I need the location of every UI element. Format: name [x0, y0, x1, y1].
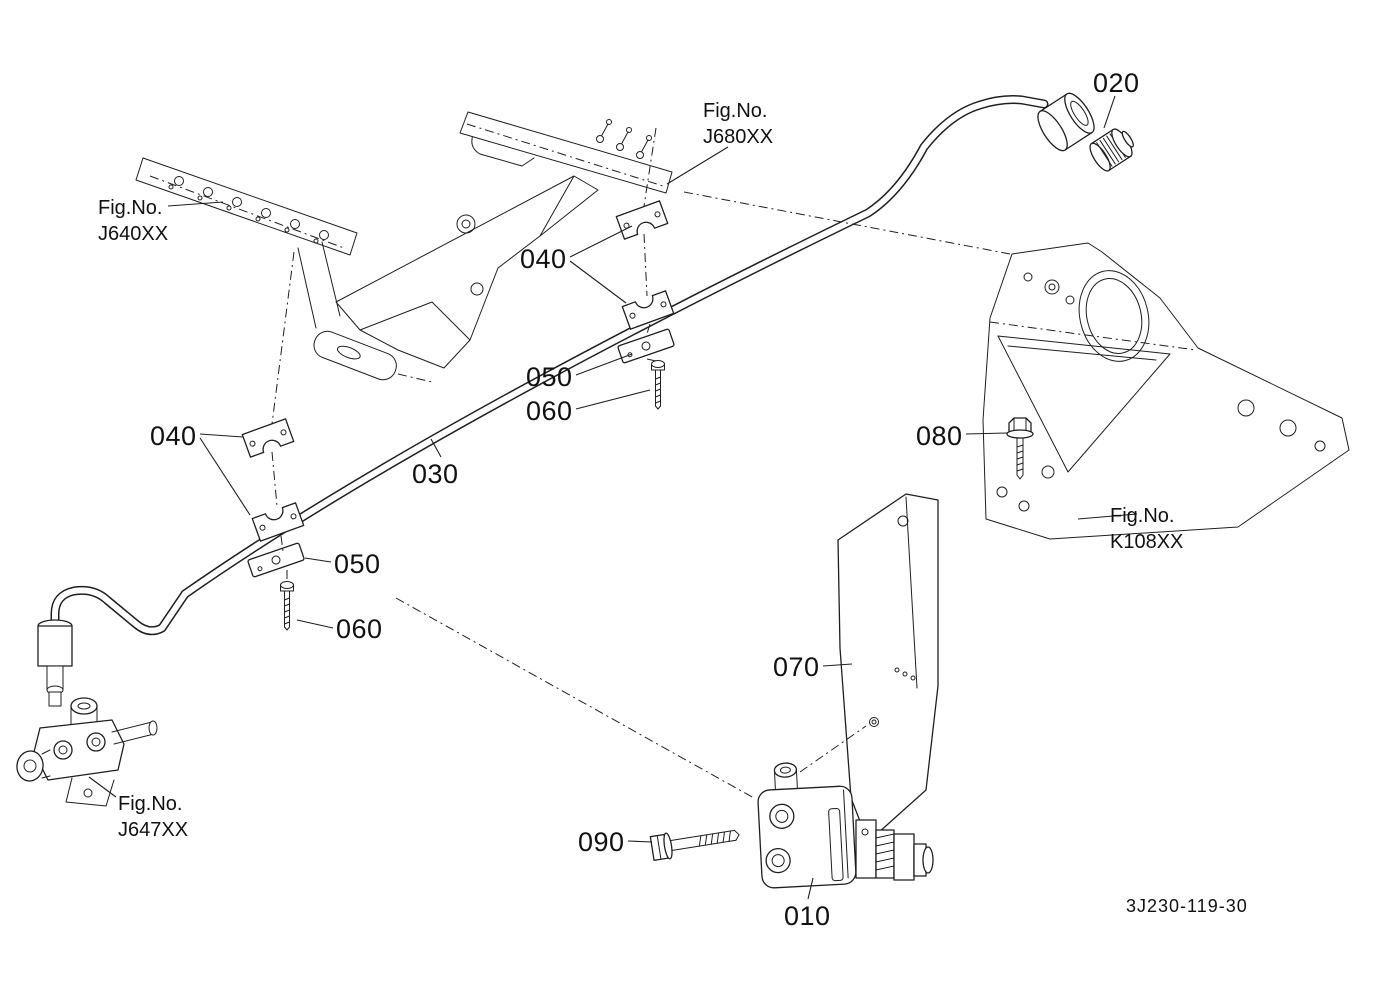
frame-k108xx	[982, 242, 1350, 540]
figref-j640xx-line2: J640XX	[98, 223, 169, 246]
pipe-end-nut	[1037, 92, 1095, 152]
figref-j680xx-line2: J680XX	[703, 126, 774, 149]
bolt-060-left	[280, 581, 294, 631]
clamp-040-right-lower	[621, 290, 675, 330]
figref-j647xx-line1: Fig.No.	[118, 793, 183, 815]
bolt-090	[649, 829, 740, 862]
callout-040-right: 040	[520, 244, 567, 274]
bolt-080	[1006, 417, 1034, 480]
callout-060-left: 060	[336, 614, 383, 644]
figref-j640xx: Fig.No. J640XX	[98, 195, 168, 248]
construction-lines	[271, 127, 1011, 799]
figref-j647xx-line2: J647XX	[118, 819, 189, 842]
bolt-060-right	[651, 360, 665, 410]
callout-010: 010	[784, 901, 831, 931]
callout-030: 030	[412, 459, 459, 489]
figref-k108xx-line1: Fig.No.	[1110, 505, 1175, 527]
plate-j680xx	[459, 111, 673, 194]
bracket-070	[837, 493, 939, 843]
callout-020: 020	[1093, 68, 1140, 98]
callout-050-right: 050	[526, 362, 573, 392]
fitting-020	[1089, 128, 1134, 172]
callout-070: 070	[773, 652, 820, 682]
leader-lines	[88, 95, 1138, 900]
pipe-030	[50, 95, 1049, 653]
valve-assembly-010	[757, 762, 934, 889]
clamp-040-left-lower	[251, 502, 305, 542]
callout-050-left: 050	[334, 549, 381, 579]
drawing-number: 3J230-119-30	[1126, 896, 1248, 916]
bracket-frame-center	[335, 127, 599, 369]
joint-j647xx	[16, 619, 158, 807]
figref-j647xx: Fig.No. J647XX	[118, 791, 188, 844]
figref-k108xx-line2: K108XX	[1110, 531, 1184, 554]
plate-050-left	[247, 542, 305, 578]
figref-k108xx: Fig.No. K108XX	[1110, 503, 1183, 556]
figref-j680xx: Fig.No. J680XX	[703, 98, 773, 151]
clamp-040-left-upper	[241, 418, 295, 458]
callout-060-right: 060	[526, 396, 573, 426]
callout-080: 080	[916, 421, 963, 451]
callout-040-left: 040	[150, 421, 197, 451]
clamp-040-right-upper	[615, 200, 669, 240]
figref-j680xx-line1: Fig.No.	[703, 100, 768, 122]
callout-090: 090	[578, 827, 625, 857]
plate-j640xx	[135, 157, 433, 383]
figref-j640xx-line1: Fig.No.	[98, 197, 163, 219]
